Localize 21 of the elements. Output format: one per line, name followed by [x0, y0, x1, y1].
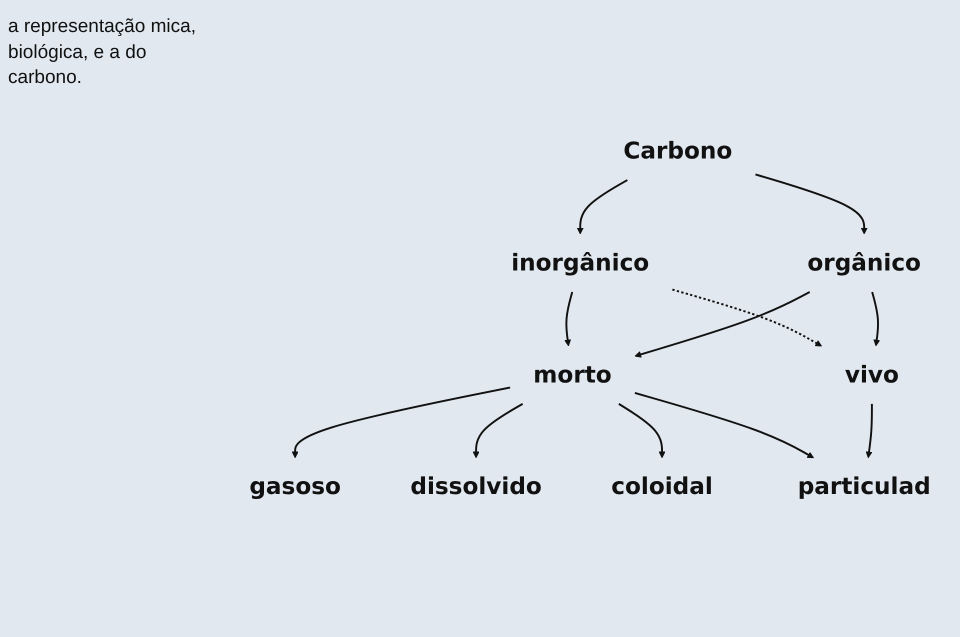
- arrow: [564, 291, 574, 346]
- node-text: gasoso: [249, 472, 341, 500]
- arrow: [576, 178, 628, 234]
- arrow: [292, 386, 510, 458]
- arrow: [618, 402, 666, 458]
- arrow: [866, 403, 873, 458]
- arrow: [672, 288, 822, 346]
- arrow: [871, 291, 880, 346]
- node-text: coloidal: [611, 472, 713, 500]
- note-text: a representação mica, biológica, e a do carbono.: [8, 15, 197, 90]
- node-text: particulad: [798, 472, 931, 500]
- node-text: morto: [533, 360, 612, 388]
- node-text: inorgânico: [511, 249, 650, 276]
- node-text: Carbono: [623, 137, 732, 164]
- node-text: dissolvido: [410, 472, 542, 500]
- node-text: orgânico: [807, 249, 921, 276]
- node-text: vivo: [844, 360, 899, 388]
- arrow: [634, 392, 814, 458]
- arrow: [755, 173, 868, 234]
- arrow: [472, 402, 524, 458]
- arrow: [634, 290, 810, 358]
